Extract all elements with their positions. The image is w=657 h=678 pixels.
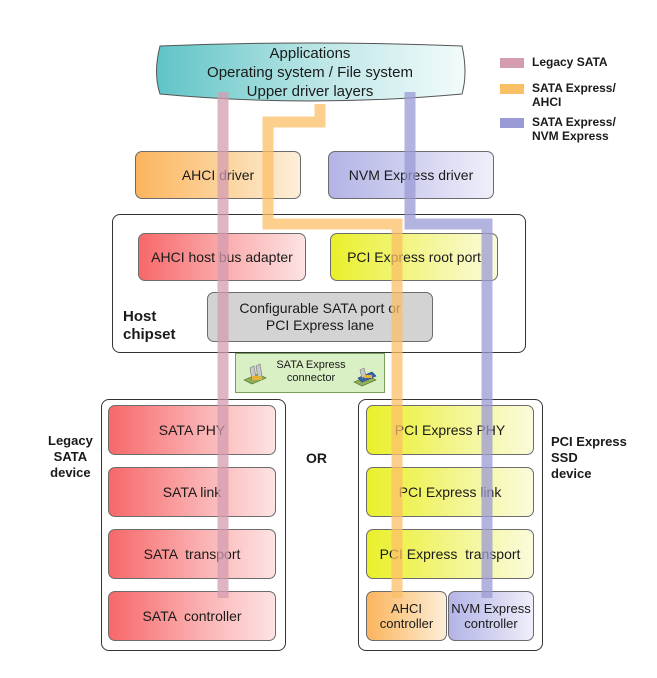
sata-controller-label: SATA controller [142, 607, 242, 624]
upper-driver-text: Upper driver layers [246, 83, 374, 100]
legacy-label-line1: Legacy [48, 433, 93, 448]
sata-express-connector: SATA Express connector [235, 353, 385, 393]
applications-block: Applications Operating system / File sys… [150, 42, 470, 104]
pci-express-root-port-label: PCI Express root port [347, 248, 481, 265]
legend: Legacy SATA SATA Express/ AHCI SATA Expr… [500, 55, 650, 155]
pci-express-link-label: PCI Express link [398, 483, 502, 500]
ahci-driver-label: AHCI driver [181, 166, 255, 183]
sata-transport-box: SATA transport [108, 529, 276, 579]
pcie-label-line1: PCI Express [551, 434, 627, 449]
legend-label-nvm: SATA Express/ NVM Express [532, 115, 616, 143]
nvm-express-driver-box: NVM Express driver [328, 151, 494, 199]
pci-express-root-port-box: PCI Express root port [330, 233, 498, 281]
legend-label-ahci: SATA Express/ AHCI [532, 81, 616, 109]
applications-text: Applications [269, 45, 351, 62]
pcie-label-line3: device [551, 466, 592, 481]
pci-express-ssd-device-label: PCI Express SSD device [551, 434, 627, 482]
host-label-line1: Host [123, 308, 157, 325]
legend-label-ahci-line2: AHCI [532, 95, 562, 109]
ahci-controller-line2: controller [379, 616, 434, 631]
sata-phy-box: SATA PHY [108, 405, 276, 455]
host-label-line2: chipset [123, 326, 176, 343]
configurable-port-line1: Configurable SATA port or [239, 300, 401, 316]
ahci-controller-box: AHCI controller [366, 591, 447, 641]
connector-label-line1: SATA Express [276, 359, 346, 371]
pci-express-phy-label: PCI Express PHY [394, 421, 506, 438]
nvm-express-controller-box: NVM Express controller [448, 591, 534, 641]
legacy-label-line3: device [50, 465, 91, 480]
connector-label-line2: connector [286, 372, 336, 384]
sata-link-box: SATA link [108, 467, 276, 517]
sata-link-label: SATA link [162, 483, 222, 500]
configurable-port-line2: PCI Express lane [265, 317, 375, 333]
sata-controller-box: SATA controller [108, 591, 276, 641]
legend-label-legacy: Legacy SATA [532, 55, 608, 69]
pci-express-link-box: PCI Express link [366, 467, 534, 517]
legacy-label-line2: SATA [53, 449, 88, 464]
nvm-express-driver-label: NVM Express driver [348, 166, 474, 183]
ahci-controller-line1: AHCI [390, 601, 423, 616]
legend-swatch-ahci [500, 84, 524, 94]
nvm-controller-line1: NVM Express [451, 601, 531, 616]
legend-label-ahci-line1: SATA Express/ [532, 81, 616, 95]
pci-express-transport-box: PCI Express transport [366, 529, 534, 579]
or-label: OR [306, 450, 327, 466]
legend-label-nvm-line1: SATA Express/ [532, 115, 616, 129]
sata-transport-label: SATA transport [143, 545, 241, 562]
pci-express-transport-label: PCI Express transport [379, 545, 521, 562]
sata-phy-label: SATA PHY [158, 421, 226, 438]
legacy-sata-device-label: Legacy SATA device [48, 433, 93, 481]
configurable-port-box: Configurable SATA port or PCI Express la… [207, 292, 433, 342]
pcie-label-line2: SSD [551, 450, 578, 465]
ahci-host-bus-adapter-label: AHCI host bus adapter [151, 248, 293, 265]
host-chipset-label: Host chipset [123, 308, 176, 344]
legend-swatch-nvm [500, 118, 524, 128]
pci-express-phy-box: PCI Express PHY [366, 405, 534, 455]
nvm-controller-line2: controller [464, 616, 518, 631]
ahci-host-bus-adapter-box: AHCI host bus adapter [138, 233, 306, 281]
os-filesystem-text: Operating system / File system [207, 64, 413, 81]
legend-swatch-legacy [500, 58, 524, 68]
ahci-driver-box: AHCI driver [135, 151, 301, 199]
legend-label-nvm-line2: NVM Express [532, 129, 609, 143]
